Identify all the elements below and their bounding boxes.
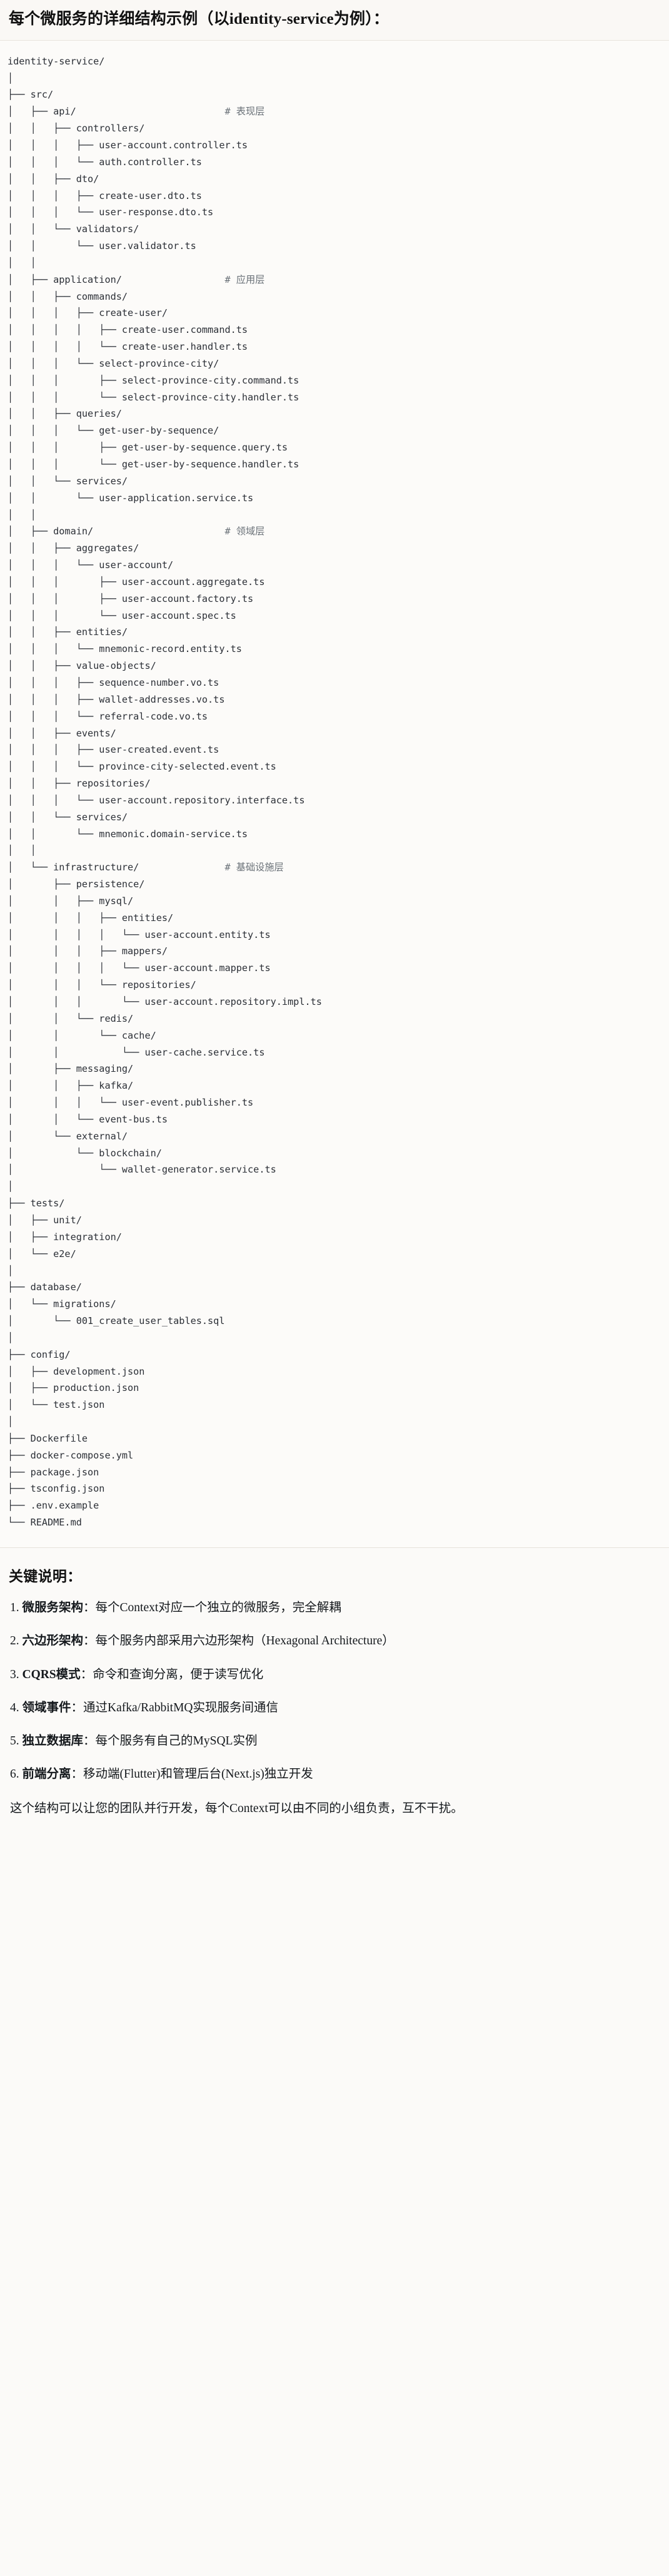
title-block: 每个微服务的详细结构示例（以identity-service为例）： — [0, 0, 669, 41]
key-note-item: 微服务架构：每个Context对应一个独立的微服务，完全解耦 — [10, 1599, 660, 1617]
key-note-description: ：命令和查询分离，便于读写优化 — [80, 1667, 264, 1681]
key-note-item: 六边形架构：每个服务内部采用六边形架构（Hexagonal Architectu… — [10, 1632, 660, 1650]
key-note-term: 六边形架构 — [22, 1634, 84, 1648]
key-note-description: ：每个服务有自己的MySQL实例 — [83, 1734, 258, 1748]
page-title: 每个微服务的详细结构示例（以identity-service为例）： — [9, 11, 390, 28]
tree-layer-comment: # 表现层 — [224, 106, 265, 118]
key-note-term: CQRS模式 — [22, 1667, 81, 1681]
key-note-term: 微服务架构 — [22, 1601, 84, 1614]
key-note-description: ：移动端(Flutter)和管理后台(Next.js)独立开发 — [71, 1768, 313, 1781]
key-note-item: 领域事件：通过Kafka/RabbitMQ实现服务间通信 — [10, 1699, 660, 1717]
closing-paragraph: 这个结构可以让您的团队并行开发，每个Context可以由不同的小组负责，互不干扰… — [10, 1801, 463, 1815]
key-note-item: 前端分离：移动端(Flutter)和管理后台(Next.js)独立开发 — [10, 1766, 660, 1783]
key-notes-block: 关键说明： 微服务架构：每个Context对应一个独立的微服务，完全解耦六边形架… — [0, 1548, 669, 1841]
directory-tree: identity-service/ │ ├── src/ │ ├── api/ … — [8, 55, 322, 1529]
key-note-term: 领域事件 — [22, 1701, 71, 1714]
key-note-description: ：通过Kafka/RabbitMQ实现服务间通信 — [71, 1701, 278, 1714]
key-notes-list: 微服务架构：每个Context对应一个独立的微服务，完全解耦六边形架构：每个服务… — [9, 1599, 660, 1784]
tree-layer-comment: # 基础设施层 — [224, 862, 284, 873]
key-note-term: 前端分离 — [22, 1768, 71, 1781]
key-notes-heading: 关键说明： — [9, 1569, 82, 1584]
tree-layer-comment: # 领域层 — [224, 526, 265, 537]
key-note-item: 独立数据库：每个服务有自己的MySQL实例 — [10, 1733, 660, 1750]
key-note-description: ：每个Context对应一个独立的微服务，完全解耦 — [83, 1601, 341, 1614]
directory-tree-block: identity-service/ │ ├── src/ │ ├── api/ … — [0, 40, 669, 1548]
key-note-description: ：每个服务内部采用六边形架构（Hexagonal Architecture） — [83, 1634, 395, 1648]
tree-layer-comment: # 应用层 — [224, 273, 265, 285]
key-note-term: 独立数据库 — [22, 1734, 84, 1748]
key-note-item: CQRS模式：命令和查询分离，便于读写优化 — [10, 1666, 660, 1684]
